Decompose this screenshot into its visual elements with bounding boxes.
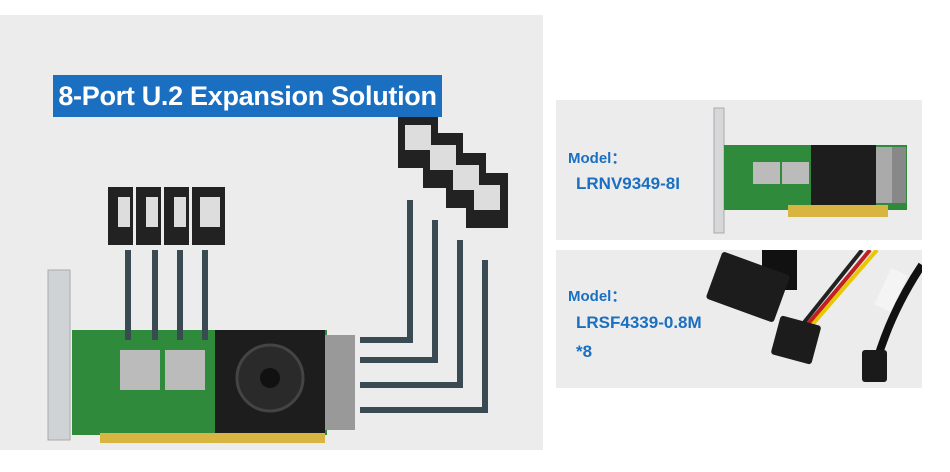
solution-illustration-panel: 8-Port U.2 Expansion Solution (0, 15, 543, 450)
nvme-card-image (713, 107, 907, 234)
quantity: *8 (576, 342, 593, 361)
model-label: Model： (568, 288, 627, 305)
model-number: LRSF4339-0.8M (576, 313, 702, 332)
model-number: LRNV9349-8I (576, 174, 680, 193)
model-label: Model： (568, 150, 627, 167)
expansion-card-with-ssds-illustration (47, 113, 508, 443)
u2-cable-image (706, 250, 922, 382)
solution-title-banner: 8-Port U.2 Expansion Solution (53, 75, 442, 117)
product-card-cable: Model： LRSF4339-0.8M *8 (556, 250, 922, 388)
product-card-expansion-card: Model： LRNV9349-8I (556, 100, 922, 240)
